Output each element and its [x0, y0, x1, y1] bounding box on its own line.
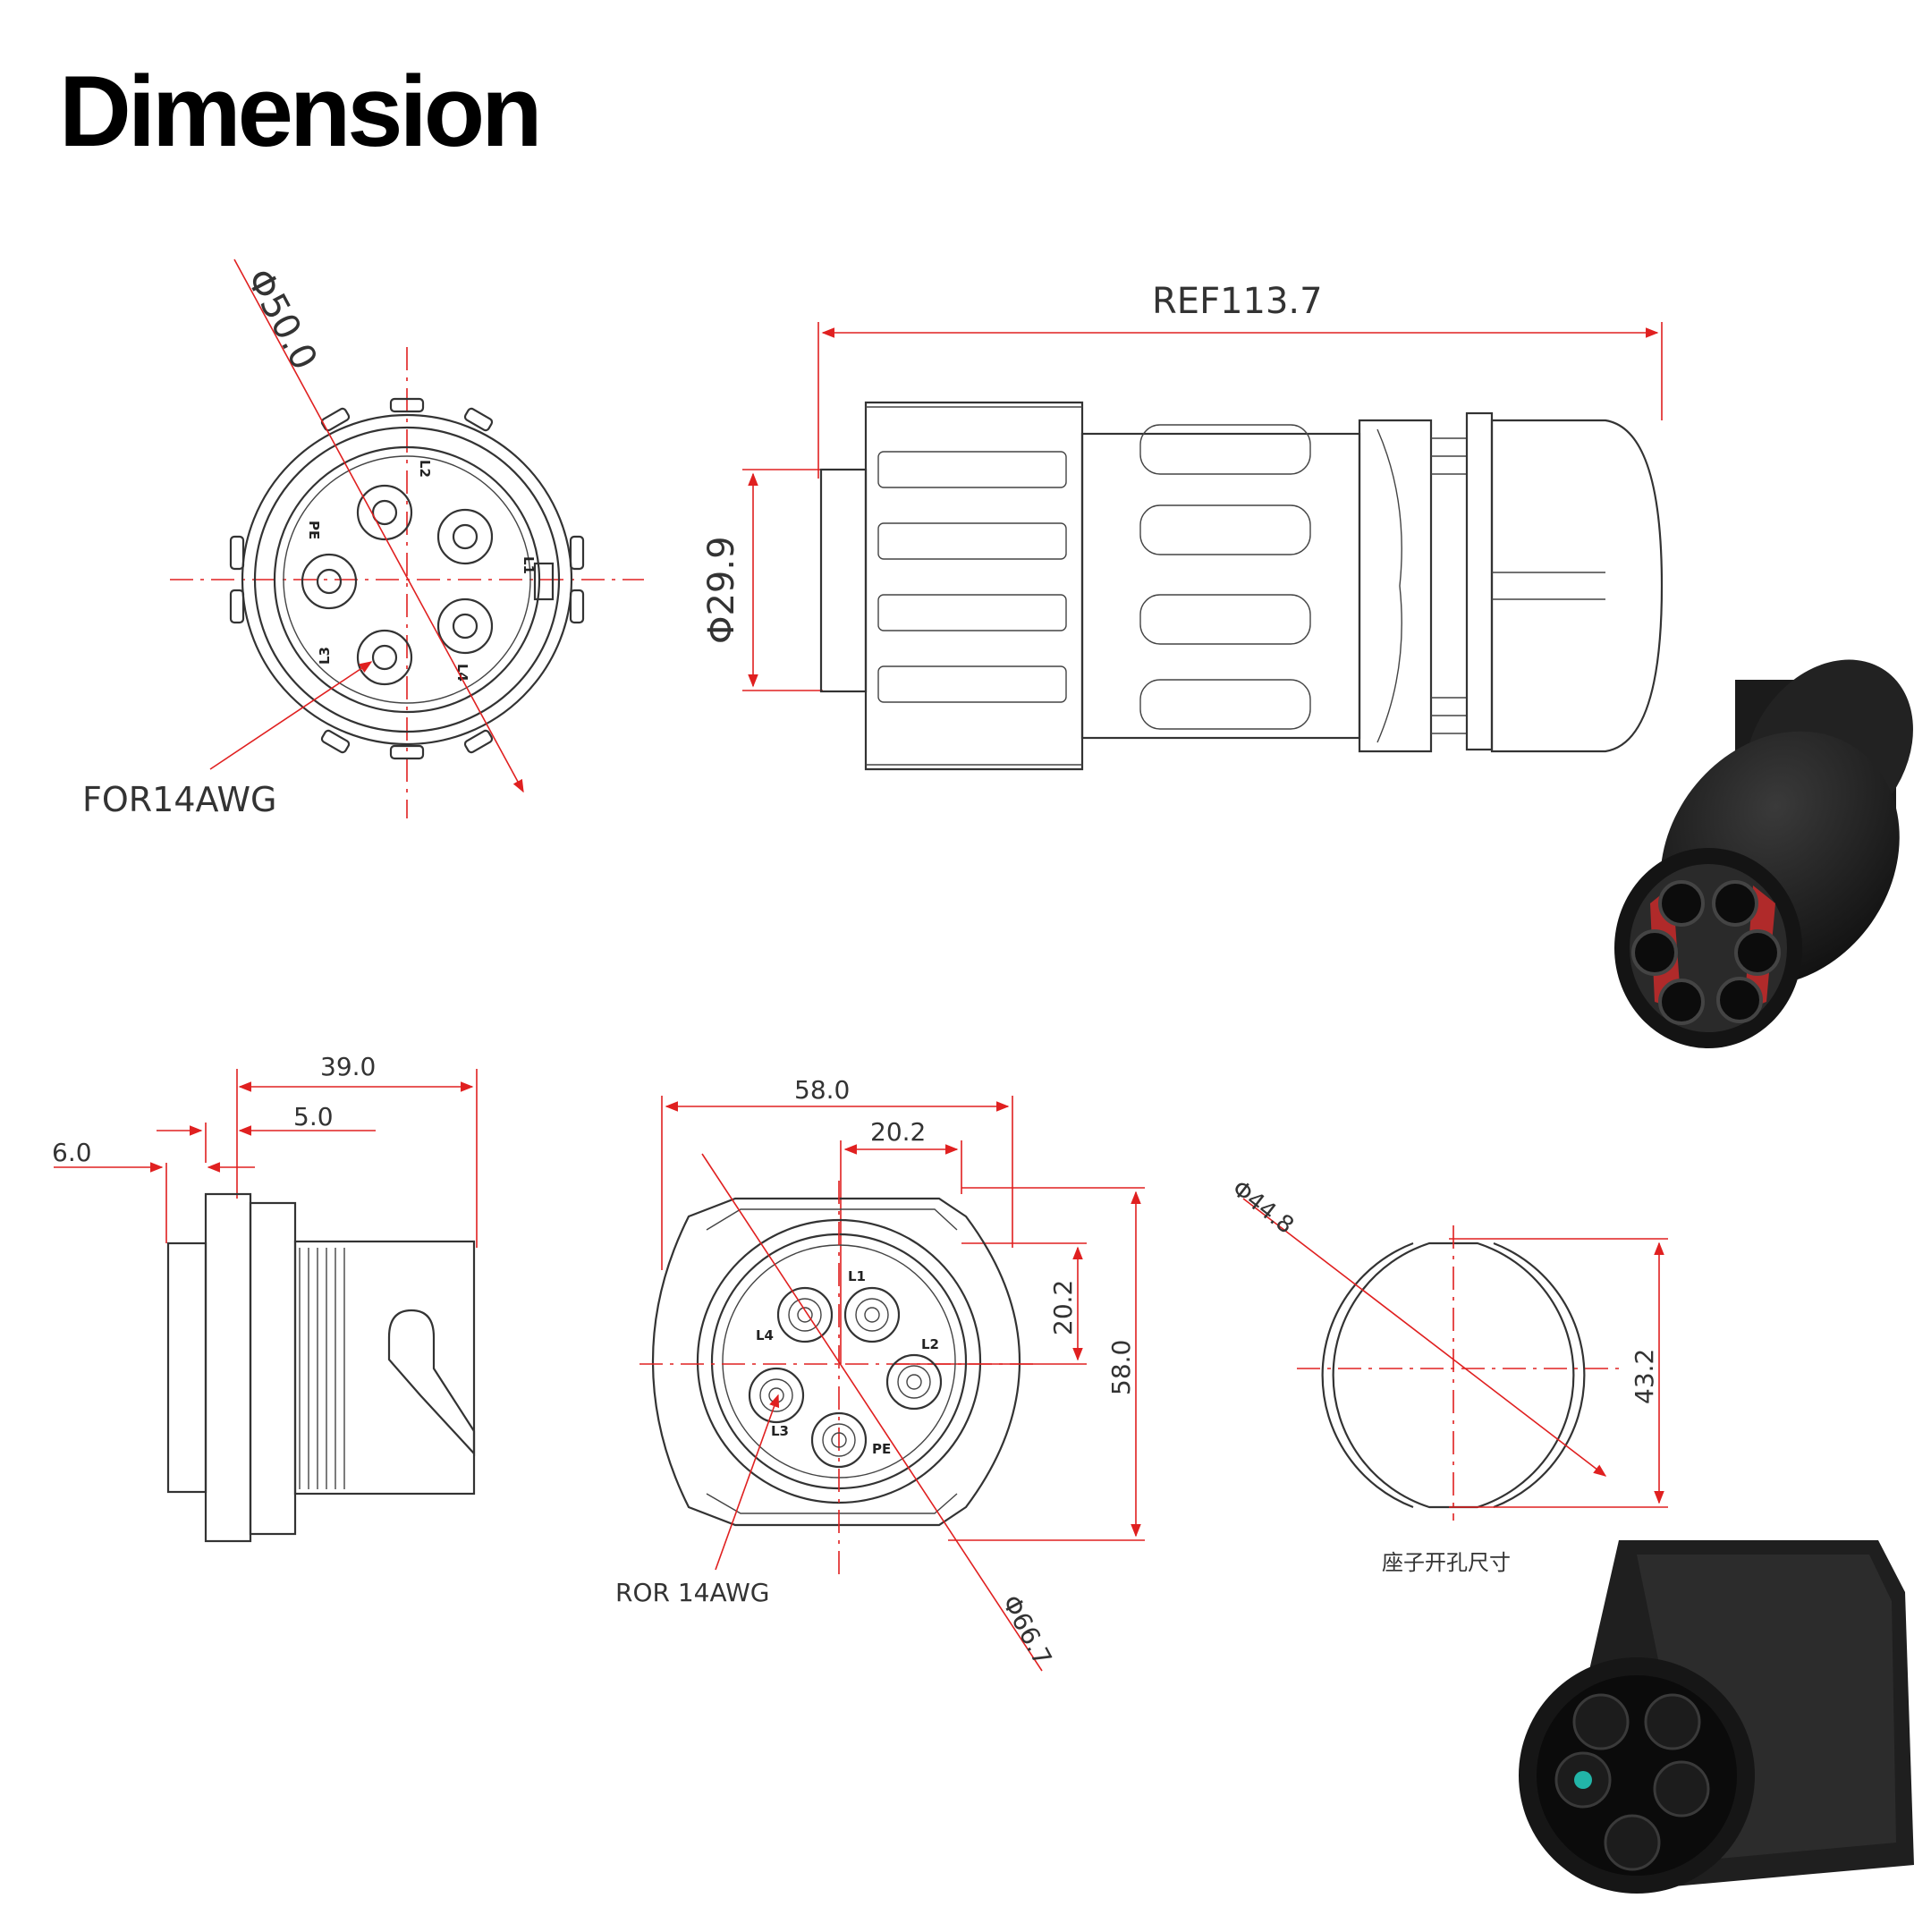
socket-diameter-leader [701, 1153, 1043, 1672]
plug-side-view: REF113.7 Φ29.9 [701, 281, 1664, 771]
grip-ribs [229, 397, 585, 760]
panel-cutout: Φ44.8 43.2 座子开孔尺寸 [1227, 1175, 1668, 1575]
cutout-diameter-label: Φ44.8 [1227, 1175, 1299, 1240]
socket-pin-L4 [776, 1286, 834, 1343]
socket-height-label: 58.0 [1106, 1340, 1136, 1395]
pin-label-PE: PE [306, 521, 322, 539]
thread-lines [1431, 437, 1467, 734]
socket-pin-PE [810, 1411, 868, 1469]
socket-pin-L1 [843, 1286, 901, 1343]
pin-spacing-v-label: 20.2 [1048, 1280, 1078, 1335]
wire-note-leader [209, 661, 373, 770]
socket-diameter-label: Φ66.7 [996, 1590, 1058, 1671]
pe-indicator-icon [1574, 1771, 1592, 1789]
flange-gap-label: 5.0 [293, 1102, 334, 1131]
socket-pin-label-PE: PE [872, 1441, 891, 1457]
socket-front-view: 58.0 20.2 20.2 58.0 [615, 1075, 1145, 1672]
flange-thickness-label: 6.0 [52, 1138, 92, 1167]
nut-ribs [877, 451, 1067, 703]
cutout-width-label: 43.2 [1630, 1349, 1659, 1404]
plug-product-render [1614, 659, 1913, 1048]
pin-label-L4: L4 [454, 664, 470, 682]
socket-width-label: 58.0 [794, 1075, 850, 1105]
plug-pin-L4 [436, 597, 494, 655]
socket-wire-note-leader [715, 1394, 780, 1571]
socket-pin-label-L3: L3 [771, 1423, 789, 1439]
diameter-dimension-line [233, 258, 524, 793]
pin-label-L3: L3 [317, 647, 333, 665]
socket-pin-label-L1: L1 [848, 1268, 866, 1284]
plug-length-label: REF113.7 [1152, 281, 1323, 322]
socket-thread [299, 1248, 345, 1489]
socket-pin-L3 [748, 1367, 805, 1424]
socket-pin-label-L4: L4 [756, 1327, 774, 1343]
pin-label-L2: L2 [417, 460, 433, 478]
plug-side-diameter-label: Φ29.9 [701, 536, 742, 644]
plug-pin-L1 [436, 508, 494, 565]
plug-pin-L3 [356, 629, 413, 686]
plug-pin-L2 [356, 484, 413, 541]
socket-side-view: 39.0 5.0 6.0 [52, 1052, 478, 1543]
cutout-diameter-leader [1242, 1198, 1607, 1477]
socket-pin-L2 [885, 1353, 943, 1411]
socket-wire-note: ROR 14AWG [615, 1578, 769, 1607]
pin-label-L1: L1 [521, 556, 537, 574]
plug-wire-note: FOR14AWG [82, 780, 276, 819]
socket-pin-label-L2: L2 [921, 1336, 939, 1352]
page-title: Dimension [59, 55, 543, 167]
plug-pin-PE [301, 553, 358, 610]
socket-product-render [1519, 1540, 1914, 1894]
body-grips [1139, 424, 1311, 730]
cutout-caption: 座子开孔尺寸 [1382, 1550, 1511, 1575]
plug-front-view: L2 L1 PE L4 L3 Φ50.0 FOR14AWG [82, 258, 644, 819]
socket-depth-label: 39.0 [320, 1052, 376, 1081]
plug-diameter-label: Φ50.0 [238, 262, 325, 377]
pin-spacing-h-label: 20.2 [870, 1117, 926, 1147]
